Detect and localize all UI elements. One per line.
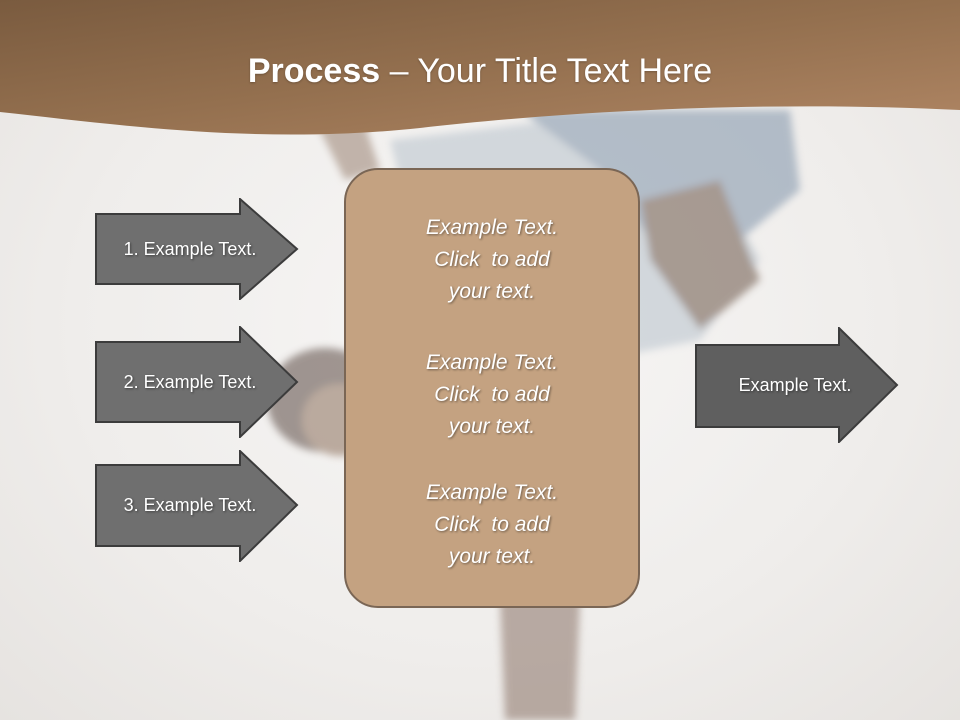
- arrow-label-1: 1. Example Text.: [123, 238, 257, 259]
- output-arrow[interactable]: Example Text.: [695, 327, 899, 443]
- center-text-line: your text.: [448, 415, 536, 438]
- arrow-shape-icon: [95, 198, 299, 300]
- center-text-line: Example Text.: [425, 216, 559, 239]
- center-text-line: Click to add: [434, 383, 550, 406]
- process-arrow-1[interactable]: 1. Example Text.: [95, 198, 299, 300]
- title-rest: – Your Title Text Here: [380, 52, 713, 90]
- center-text-line: Click to add: [434, 513, 550, 536]
- center-text-line: your text.: [448, 545, 536, 568]
- arrow-shape-icon: [695, 327, 899, 443]
- center-text-block-2[interactable]: Example Text. Click to add your text.: [344, 347, 640, 443]
- center-text-line: Example Text.: [425, 481, 559, 504]
- slide-title: Process – Your Title Text Here: [0, 52, 960, 91]
- arrow-label-2: 2. Example Text.: [123, 371, 257, 392]
- header-band: [0, 0, 960, 135]
- center-text-block-3[interactable]: Example Text. Click to add your text.: [344, 477, 640, 573]
- center-text-line: Click to add: [434, 248, 550, 271]
- title-bold: Process: [247, 52, 381, 90]
- arrow-shape-icon: [95, 450, 299, 562]
- arrow-shape-icon: [95, 326, 299, 438]
- center-text-line: your text.: [448, 280, 536, 303]
- arrow-label-3: 3. Example Text.: [123, 494, 257, 515]
- center-content-box[interactable]: [344, 168, 640, 608]
- output-arrow-label: Example Text.: [738, 374, 852, 395]
- process-arrow-2[interactable]: 2. Example Text.: [95, 326, 299, 438]
- center-text-line: Example Text.: [425, 351, 559, 374]
- process-arrow-3[interactable]: 3. Example Text.: [95, 450, 299, 562]
- center-text-block-1[interactable]: Example Text. Click to add your text.: [344, 212, 640, 308]
